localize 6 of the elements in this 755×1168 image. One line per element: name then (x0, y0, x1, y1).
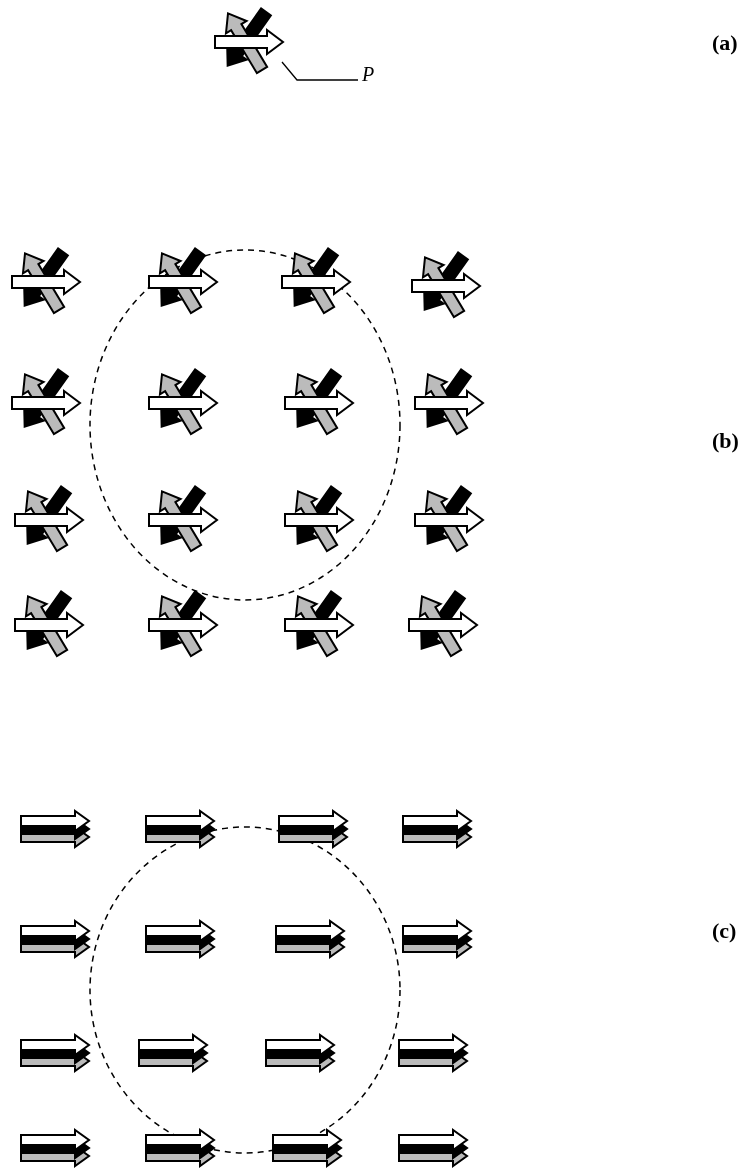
panel-label: (b) (712, 430, 739, 452)
variable-label: P (362, 64, 375, 84)
leader-line (281, 61, 359, 81)
crossed-arrows-icon (214, 7, 285, 75)
panel-label: (c) (712, 920, 737, 942)
panel-label: (a) (712, 32, 738, 54)
